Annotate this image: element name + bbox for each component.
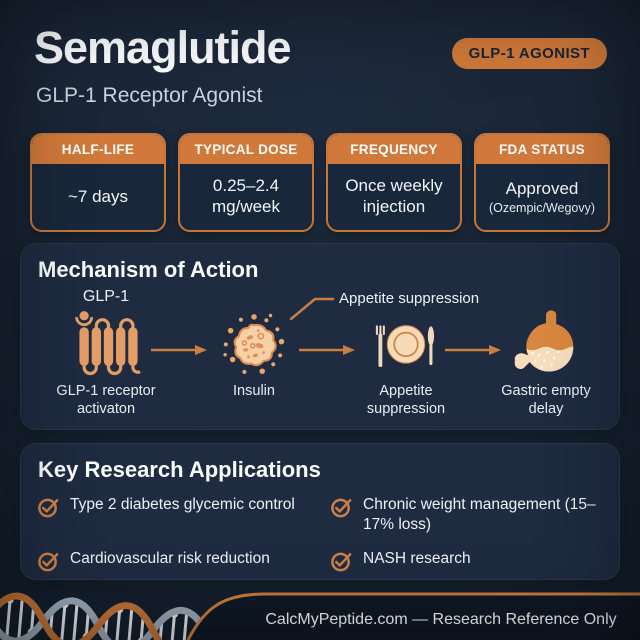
footer-bar xyxy=(186,592,640,640)
insulin-cell-icon xyxy=(179,310,329,376)
check-circle-icon xyxy=(38,498,59,518)
research-panel: Key Research Applications Type 2 diabete… xyxy=(20,443,620,580)
mechanism-panel: Mechanism of Action Appetite suppression… xyxy=(20,243,620,430)
stat-card-body: Approved (Ozempic/Wegovy) xyxy=(476,164,608,230)
research-grid: Type 2 diabetes glycemic control Chronic… xyxy=(21,483,619,573)
mechanism-step-label: Insulin xyxy=(233,383,275,399)
stat-card-value: Once weekly injection xyxy=(345,176,443,216)
page-subtitle: GLP-1 Receptor Agonist xyxy=(36,84,263,107)
stat-card-frequency: FREQUENCY Once weekly injection xyxy=(326,133,462,232)
glp1-ligand-label: GLP-1 xyxy=(82,288,130,305)
mechanism-step-gastric: Gastric empty delay xyxy=(471,288,621,418)
research-item: Cardiovascular risk reduction xyxy=(35,549,312,573)
stat-card-header: FDA STATUS xyxy=(476,135,608,164)
stat-card-header: TYPICAL DOSE xyxy=(180,135,312,164)
check-circle-icon xyxy=(331,552,352,572)
mechanism-step-label: Gastric empty delay xyxy=(501,383,591,418)
stat-card-value: 0.25–2.4 mg/week xyxy=(211,176,281,216)
arrow-right-icon xyxy=(299,345,355,355)
stat-card-typical-dose: TYPICAL DOSE 0.25–2.4 mg/week xyxy=(178,133,314,232)
page-title: Semaglutide xyxy=(34,22,292,73)
glp1-receptor-icon xyxy=(31,310,181,376)
research-item: Type 2 diabetes glycemic control xyxy=(35,495,312,536)
check-circle-icon xyxy=(38,552,59,572)
stat-card-fda-status: FDA STATUS Approved (Ozempic/Wegovy) xyxy=(474,133,610,232)
research-item-label: NASH research xyxy=(363,549,471,567)
stat-card-subvalue: (Ozempic/Wegovy) xyxy=(488,200,596,215)
callout-line xyxy=(289,297,335,321)
stats-row: HALF-LIFE ~7 days TYPICAL DOSE 0.25–2.4 … xyxy=(30,133,610,232)
spacer xyxy=(471,288,621,310)
research-item-label: Type 2 diabetes glycemic control xyxy=(70,496,295,513)
mechanism-step-insulin: Insulin xyxy=(179,288,329,400)
stat-card-value: ~7 days xyxy=(67,186,128,206)
mechanism-callout-label: Appetite suppression xyxy=(339,290,480,307)
stat-card-header: FREQUENCY xyxy=(328,135,460,164)
footer-reference-text: CalcMyPeptide.com — Research Reference O… xyxy=(265,611,617,628)
plate-cutlery-icon xyxy=(331,310,481,376)
mechanism-step-receptor: GLP-1 GLP-1 receptor activaton xyxy=(31,288,181,418)
mechanism-heading: Mechanism of Action xyxy=(38,257,259,282)
spacer xyxy=(179,288,329,310)
check-circle-icon xyxy=(331,498,352,518)
glp1-agonist-badge: GLP-1 AGONIST xyxy=(451,38,607,69)
stat-card-body: ~7 days xyxy=(32,164,164,230)
research-item-label: Chronic weight management (15–17% loss) xyxy=(363,496,596,534)
research-item: NASH research xyxy=(328,549,605,573)
research-item-label: Cardiovascular risk reduction xyxy=(70,549,270,567)
spacer xyxy=(331,288,481,310)
stat-card-header: HALF-LIFE xyxy=(32,135,164,164)
mechanism-step-label: GLP-1 receptor activaton xyxy=(56,383,156,418)
research-heading: Key Research Applications xyxy=(38,457,321,482)
stomach-icon xyxy=(471,310,621,376)
mechanism-step-appetite: Appetite suppression xyxy=(331,288,481,418)
stat-card-value: Approved xyxy=(505,179,579,199)
mechanism-step-label: Appetite suppression xyxy=(366,383,446,418)
research-item: Chronic weight management (15–17% loss) xyxy=(328,495,605,536)
arrow-right-icon xyxy=(151,345,207,355)
arrow-right-icon xyxy=(445,345,501,355)
stat-card-body: 0.25–2.4 mg/week xyxy=(180,164,312,230)
stat-card-half-life: HALF-LIFE ~7 days xyxy=(30,133,166,232)
stat-card-body: Once weekly injection xyxy=(328,164,460,230)
